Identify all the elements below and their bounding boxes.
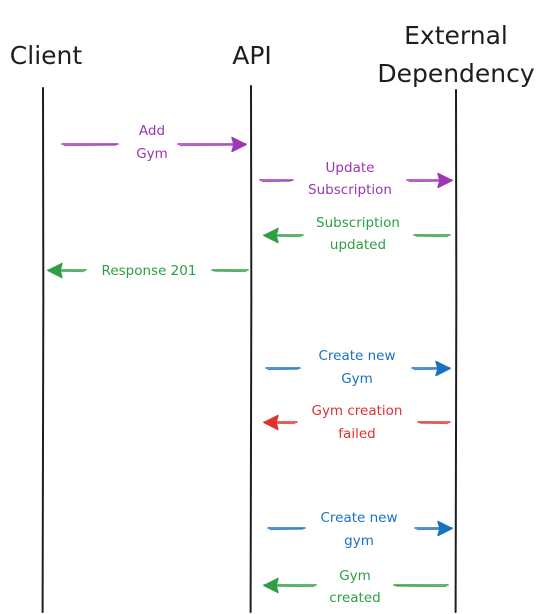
message-label: Update [326, 160, 375, 176]
message-label: Create new [320, 510, 397, 526]
arrowhead-icon [437, 172, 453, 189]
arrowhead-icon [263, 227, 279, 244]
message-label: Gym [339, 568, 371, 584]
message-label: updated [330, 237, 386, 253]
message-create-new-gym-2: Create new gym [267, 510, 453, 549]
participant-header-client: Client [10, 41, 83, 70]
message-gym-created: Gym created [263, 568, 449, 606]
lifeline-external-dependency [454, 89, 458, 613]
lifeline-client [41, 87, 45, 613]
participant-header-external-dependency: Dependency [377, 59, 535, 88]
arrowhead-icon [47, 262, 63, 279]
message-label: Gym [136, 146, 168, 162]
message-label: Subscription [308, 182, 392, 198]
message-gym-creation-failed: Gym creation failed [263, 403, 451, 442]
message-label: failed [338, 426, 375, 442]
message-label: Create new [318, 348, 395, 364]
message-label: gym [344, 533, 374, 549]
message-label: Gym [341, 371, 373, 387]
arrowhead-icon [231, 136, 247, 153]
messages: AddGymUpdateSubscriptionSubscriptionupda… [47, 123, 453, 606]
message-label: Add [139, 123, 165, 139]
arrowhead-icon [263, 414, 279, 431]
arrowhead-icon [435, 360, 451, 377]
message-label: created [329, 590, 380, 606]
message-response-201: Response 201 [47, 262, 249, 279]
message-label: Response 201 [102, 263, 197, 279]
participant-header-external-dependency: External [404, 21, 508, 50]
participant-header-api: API [232, 41, 272, 70]
arrowhead-icon [437, 520, 453, 537]
message-label: Gym creation [311, 403, 402, 419]
lifelines [41, 85, 458, 613]
message-label: Subscription [316, 215, 400, 231]
message-subscription-updated: Subscription updated [263, 215, 451, 253]
arrowhead-icon [263, 577, 279, 594]
lifeline-api [249, 85, 253, 613]
